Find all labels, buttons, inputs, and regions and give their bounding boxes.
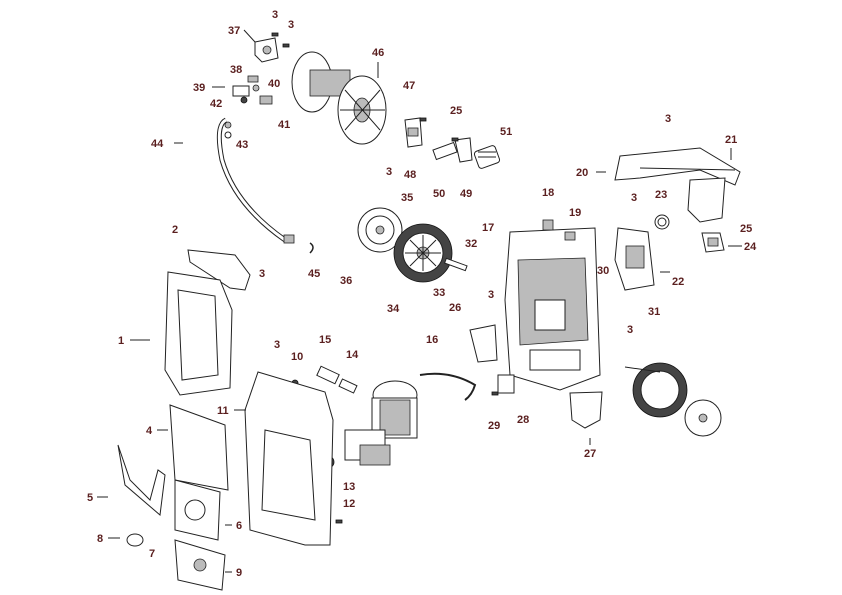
callout-1: 1 [118, 335, 124, 347]
callout-39: 39 [193, 82, 205, 94]
part-33-axle [443, 257, 468, 272]
part-26-clip [469, 324, 498, 363]
callout-40: 40 [268, 78, 280, 90]
callout-45: 45 [308, 268, 320, 280]
part-18-19-clips [542, 219, 576, 241]
callout-9: 9 [236, 567, 242, 579]
callout-37: 37 [228, 25, 240, 37]
part-11-housing [244, 371, 334, 546]
callout-44: 44 [151, 138, 164, 150]
callout-23: 23 [655, 189, 667, 201]
callout-3: 3 [259, 268, 265, 280]
part-46-hose-reel [291, 51, 387, 145]
callout-32: 32 [465, 238, 477, 250]
callout-26: 26 [449, 302, 461, 314]
callout-33: 33 [433, 287, 445, 299]
callout-28: 28 [517, 414, 529, 426]
part-9-cover [174, 539, 226, 591]
part-45-clip [309, 242, 314, 254]
part-47-bracket [404, 117, 427, 148]
part-48-51-crank [432, 137, 501, 169]
callout-8: 8 [97, 533, 103, 545]
callout-20: 20 [576, 167, 588, 179]
callout-25: 25 [740, 223, 752, 235]
callout-14: 14 [346, 349, 359, 361]
callout-21: 21 [725, 134, 737, 146]
callout-35: 35 [401, 192, 413, 204]
part-22-side-panel [614, 227, 655, 291]
callout-38: 38 [230, 64, 242, 76]
callout-4: 4 [146, 425, 153, 437]
callout-29: 29 [488, 420, 500, 432]
callout-50: 50 [433, 188, 445, 200]
part-12-screw [335, 519, 343, 524]
callout-6: 6 [236, 520, 242, 532]
callout-19: 19 [569, 207, 581, 219]
callout-25: 25 [450, 105, 462, 117]
callout-3: 3 [288, 19, 294, 31]
callout-3: 3 [627, 324, 633, 336]
callout-5: 5 [87, 492, 93, 504]
callout-49: 49 [460, 188, 472, 200]
part-28-switch [491, 374, 515, 396]
callout-41: 41 [278, 119, 290, 131]
callout-3: 3 [631, 192, 637, 204]
part-37-bracket [254, 37, 279, 63]
callout-31: 31 [648, 306, 660, 318]
callout-15: 15 [319, 334, 331, 346]
part-16-cable [419, 372, 477, 401]
part-4-front-panel [169, 404, 229, 491]
callout-labels: 3 3 37 46 38 39 40 42 41 47 25 51 44 43 … [87, 9, 757, 579]
part-5-bezel [117, 444, 166, 516]
callout-3: 3 [488, 289, 494, 301]
part-1-front-frame [164, 271, 233, 396]
part-20-handle [614, 147, 741, 223]
callout-3: 3 [272, 9, 278, 21]
callout-43: 43 [236, 139, 248, 151]
leader-lines [97, 29, 742, 573]
callout-48: 48 [404, 169, 416, 181]
callout-3: 3 [665, 113, 671, 125]
part-38-42-fittings [232, 75, 273, 105]
part-34-wheel [393, 223, 453, 283]
part-6-control-panel [174, 479, 221, 541]
part-3-screw [271, 32, 290, 48]
part-23-ring [654, 214, 670, 230]
callout-13: 13 [343, 481, 355, 493]
callout-17: 17 [482, 222, 494, 234]
part-right-wheel [624, 362, 722, 437]
part-2-top-cover [187, 249, 251, 291]
callout-18: 18 [542, 187, 554, 199]
callout-27: 27 [584, 448, 596, 460]
callout-7: 7 [149, 548, 155, 560]
callout-3: 3 [274, 339, 280, 351]
callout-51: 51 [500, 126, 512, 138]
callout-10: 10 [291, 351, 303, 363]
part-8-knob [126, 533, 144, 547]
callout-46: 46 [372, 47, 384, 59]
callout-2: 2 [172, 224, 178, 236]
part-36-wheel-cover [357, 207, 403, 253]
part-24-clip [701, 232, 725, 253]
part-44-hose [216, 117, 295, 244]
callout-34: 34 [387, 303, 400, 315]
callout-22: 22 [672, 276, 684, 288]
callout-42: 42 [210, 98, 222, 110]
callout-3: 3 [386, 166, 392, 178]
callout-30: 30 [597, 265, 609, 277]
callout-24: 24 [744, 241, 757, 253]
part-27-cover [569, 391, 603, 429]
part-43-ring [224, 131, 232, 139]
callout-36: 36 [340, 275, 352, 287]
callout-47: 47 [403, 80, 415, 92]
part-motor [344, 380, 418, 466]
part-15-14-fittings [291, 365, 358, 394]
callout-11: 11 [217, 405, 229, 417]
callout-16: 16 [426, 334, 438, 346]
part-17-rear-frame [504, 227, 601, 391]
callout-12: 12 [343, 498, 355, 510]
